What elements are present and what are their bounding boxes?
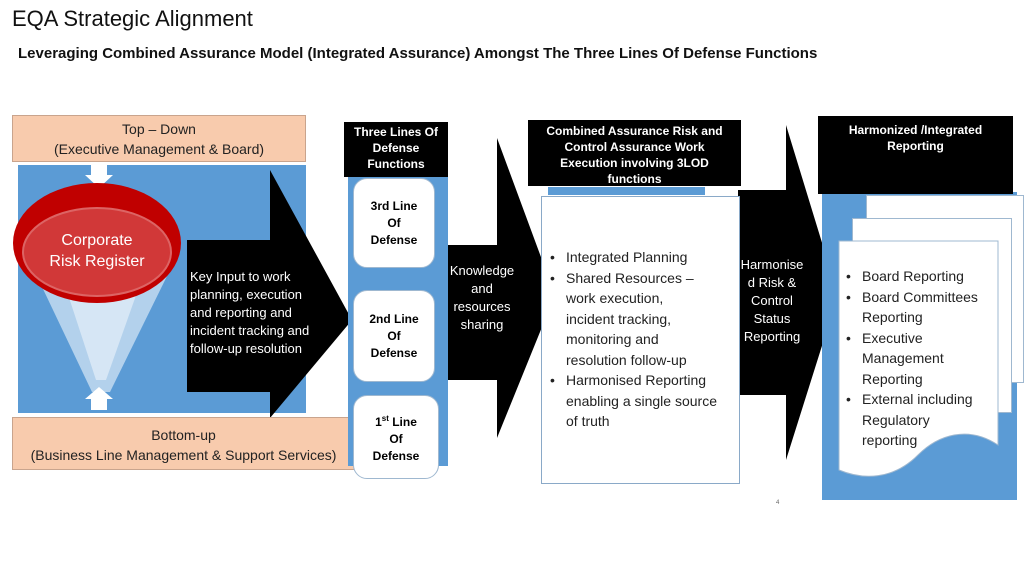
combined-header-strip — [548, 187, 705, 195]
page-subtitle: Leveraging Combined Assurance Model (Int… — [18, 45, 818, 62]
top-down-box: Top – Down (Executive Management & Board… — [12, 115, 306, 162]
bottom-up-box: Bottom-up (Business Line Management & Su… — [12, 417, 355, 470]
first-line-of-defense: 1st Line Of Defense — [353, 395, 439, 479]
top-down-sublabel: (Executive Management & Board) — [53, 141, 265, 157]
lod-header: Three Lines Of Defense Functions — [344, 122, 448, 177]
list-item: Board Committees Reporting — [842, 287, 1002, 328]
key-input-text: Key Input to work planning, execution an… — [190, 269, 310, 356]
key-input-arrow — [187, 170, 352, 418]
register-label-line1: Corporate — [61, 232, 133, 249]
third-line-of-defense: 3rd Line Of Defense — [353, 178, 435, 268]
harmonized-report-list: Board Reporting Board Committees Reporti… — [842, 266, 1002, 451]
list-item: Shared Resources – work execution, incid… — [546, 268, 733, 371]
knowledge-sharing-text: Knowledge and resources sharing — [449, 263, 515, 332]
list-item: Board Reporting — [842, 266, 1002, 287]
risk-register-inner-ellipse — [22, 207, 172, 297]
down-arrow-icon — [85, 163, 113, 188]
corporate-risk-register: Corporate Risk Register — [20, 230, 174, 272]
page-number: 4 — [776, 500, 780, 506]
status-reporting-text: Harmonise d Risk & Control Status Report… — [740, 257, 804, 344]
second-line-of-defense: 2nd Line Of Defense — [353, 290, 435, 382]
status-reporting-arrow — [738, 125, 838, 460]
combined-assurance-box: Integrated Planning Shared Resources – w… — [541, 196, 740, 484]
up-arrow-icon — [85, 387, 113, 410]
bottom-up-sublabel: (Business Line Management & Support Serv… — [30, 447, 337, 463]
knowledge-sharing-arrow — [440, 138, 555, 438]
list-item: External including Regulatory reporting — [842, 389, 1002, 451]
list-item: Harmonised Reporting enabling a single s… — [546, 370, 733, 432]
list-item: Executive Management Reporting — [842, 328, 1002, 390]
harmonized-header: Harmonized /Integrated Reporting — [818, 116, 1013, 194]
register-label-line2: Risk Register — [49, 253, 145, 270]
combined-assurance-header: Combined Assurance Risk and Control Assu… — [528, 120, 741, 186]
list-item: Integrated Planning — [546, 247, 733, 268]
bottom-up-label: Bottom-up — [151, 427, 216, 443]
top-down-label: Top – Down — [122, 121, 196, 137]
page-title: EQA Strategic Alignment — [12, 6, 253, 31]
